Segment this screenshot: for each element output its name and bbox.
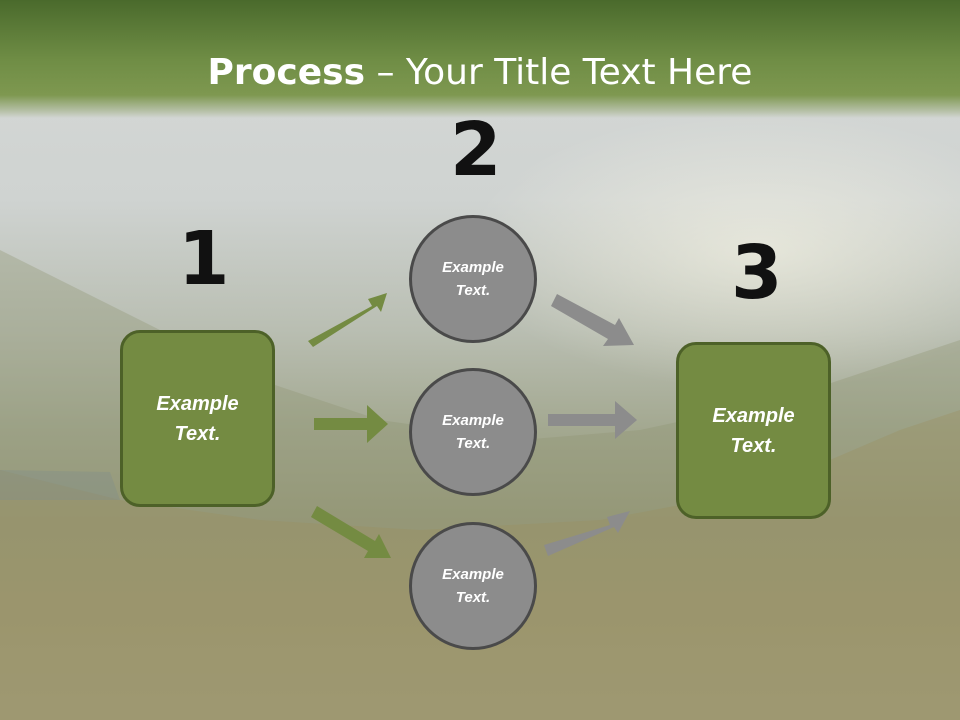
right-step-box: Example Text. (676, 342, 831, 519)
arrow-down-right-green (311, 506, 391, 558)
middle-circle-bottom: Example Text. (409, 522, 537, 650)
gray-arrows (544, 294, 637, 556)
step-number-2: 2 (450, 107, 502, 193)
step-number-3: 3 (731, 230, 783, 316)
title-bold: Process (207, 52, 366, 93)
arrow-right-green (314, 405, 388, 443)
green-arrows (308, 293, 391, 558)
step-number-1: 1 (178, 216, 230, 302)
middle-circle-center: Example Text. (409, 368, 537, 496)
middle-circle-top: Example Text. (409, 215, 537, 343)
arrow-right-gray (548, 401, 637, 439)
arrow-up-right-gray (544, 511, 630, 556)
arrow-up-right-green (308, 293, 387, 347)
arrow-down-right-gray (551, 294, 634, 346)
left-step-box: Example Text. (120, 330, 275, 507)
page-title: Process – Your Title Text Here (0, 52, 960, 93)
title-rest: – Your Title Text Here (365, 52, 753, 93)
title-bar (0, 0, 960, 118)
